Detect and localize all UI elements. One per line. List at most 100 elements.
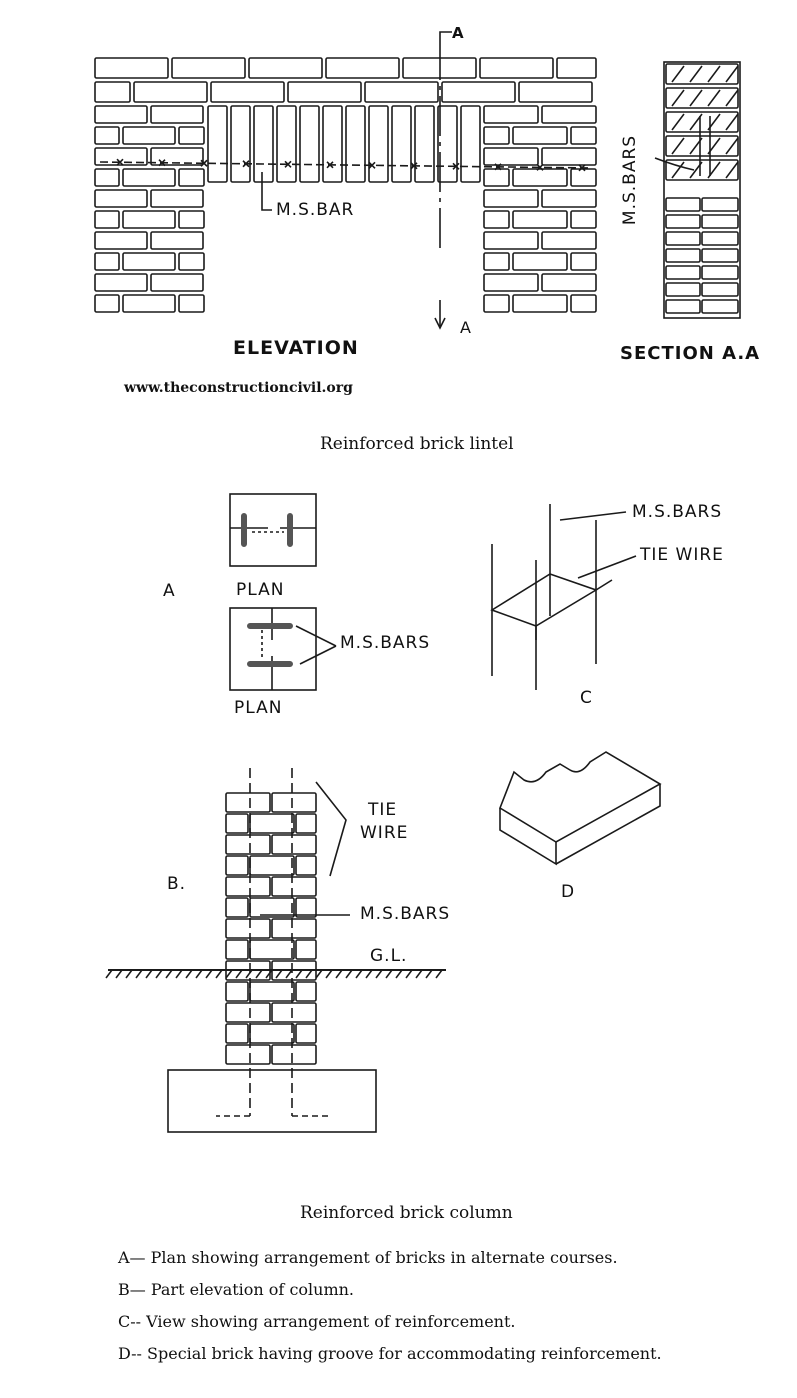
section-outline bbox=[663, 61, 741, 319]
hatch bbox=[689, 89, 703, 107]
ground-hatch bbox=[295, 969, 303, 979]
brick bbox=[122, 252, 176, 271]
section-brick bbox=[701, 248, 739, 263]
column-tie-label-2: WIRE bbox=[360, 823, 409, 843]
plan-bars-leader bbox=[295, 625, 337, 665]
section-arrow-top bbox=[439, 31, 452, 40]
brick bbox=[271, 876, 317, 897]
brick bbox=[364, 81, 439, 103]
brick bbox=[271, 1044, 317, 1065]
brick bbox=[122, 294, 176, 313]
brick bbox=[178, 210, 205, 229]
brick bbox=[94, 81, 131, 103]
section-brick bbox=[701, 282, 739, 297]
legend-item-c: C-- View showing arrangement of reinforc… bbox=[118, 1312, 516, 1331]
bar-tie-mark bbox=[452, 162, 460, 170]
brick bbox=[483, 252, 510, 271]
lintel-caption: Reinforced brick lintel bbox=[320, 434, 514, 454]
elevation-label: ELEVATION bbox=[233, 337, 359, 359]
soldier-brick bbox=[345, 105, 366, 183]
section-brick bbox=[665, 299, 701, 314]
ground-hatch bbox=[435, 969, 443, 979]
brick bbox=[249, 855, 295, 876]
bar-tie-mark bbox=[242, 160, 250, 168]
brick bbox=[483, 231, 539, 250]
brick bbox=[94, 147, 148, 166]
section-brick bbox=[701, 231, 739, 246]
brick bbox=[295, 1023, 317, 1044]
brick bbox=[556, 57, 597, 79]
ground-hatch bbox=[415, 969, 423, 979]
section-brick bbox=[665, 282, 701, 297]
brick bbox=[225, 1044, 271, 1065]
brick bbox=[133, 81, 208, 103]
brick-top-face bbox=[499, 751, 662, 843]
ground-hatch bbox=[225, 969, 233, 979]
brick bbox=[94, 294, 120, 313]
bar-tie-mark bbox=[368, 161, 376, 169]
brick bbox=[150, 273, 204, 292]
brick bbox=[541, 273, 597, 292]
brick bbox=[512, 168, 568, 187]
footing bbox=[167, 1069, 377, 1133]
soldier-brick bbox=[391, 105, 412, 183]
reinforcement-cage-drawing bbox=[490, 504, 637, 690]
brick bbox=[94, 57, 169, 79]
brick-front-face bbox=[499, 808, 557, 866]
tie-wire-ring bbox=[490, 573, 598, 627]
soldier-brick bbox=[437, 105, 458, 183]
ground-hatch bbox=[235, 969, 243, 979]
brick bbox=[483, 168, 510, 187]
soldier-brick bbox=[230, 105, 251, 183]
brick bbox=[287, 81, 362, 103]
ground-hatch bbox=[215, 969, 223, 979]
ground-hatch bbox=[345, 969, 353, 979]
brick bbox=[150, 231, 204, 250]
brick bbox=[295, 897, 317, 918]
brick bbox=[178, 126, 205, 145]
brick bbox=[171, 57, 246, 79]
brick bbox=[518, 81, 593, 103]
brick bbox=[150, 105, 204, 124]
soldier-brick bbox=[460, 105, 481, 183]
brick bbox=[512, 294, 568, 313]
brick bbox=[178, 252, 205, 271]
brick bbox=[249, 939, 295, 960]
brick bbox=[512, 126, 568, 145]
section-brick bbox=[665, 159, 739, 181]
ground-hatch bbox=[105, 969, 113, 979]
tie-wire-end bbox=[535, 579, 613, 640]
hatch bbox=[671, 113, 685, 131]
ground-hatch bbox=[335, 969, 343, 979]
brick bbox=[94, 189, 148, 208]
bar-tie-mark bbox=[116, 158, 124, 166]
section-brick bbox=[665, 111, 739, 133]
column-elevation-drawing bbox=[105, 768, 446, 1133]
brick bbox=[210, 81, 285, 103]
cage-letter-c: C bbox=[580, 688, 593, 708]
brick bbox=[94, 168, 120, 187]
hatch bbox=[671, 137, 685, 155]
brick bbox=[512, 210, 568, 229]
brick bbox=[570, 210, 597, 229]
brick bbox=[225, 876, 271, 897]
brick bbox=[94, 105, 148, 124]
ground-hatch bbox=[185, 969, 193, 979]
section-bars-label: M.S.BARS bbox=[620, 134, 641, 226]
ground-hatch bbox=[205, 969, 213, 979]
ms-bar-leader bbox=[261, 172, 272, 211]
ground-hatch bbox=[155, 969, 163, 979]
brick bbox=[570, 294, 597, 313]
brick bbox=[271, 792, 317, 813]
brick bbox=[94, 210, 120, 229]
brick bbox=[271, 918, 317, 939]
soldier-brick bbox=[414, 105, 435, 183]
brick bbox=[225, 939, 249, 960]
soldier-brick bbox=[253, 105, 274, 183]
hatch bbox=[671, 89, 685, 107]
section-brick bbox=[665, 63, 739, 85]
plan-letter-a: A bbox=[163, 581, 176, 601]
brick bbox=[570, 126, 597, 145]
brick bbox=[483, 105, 539, 124]
